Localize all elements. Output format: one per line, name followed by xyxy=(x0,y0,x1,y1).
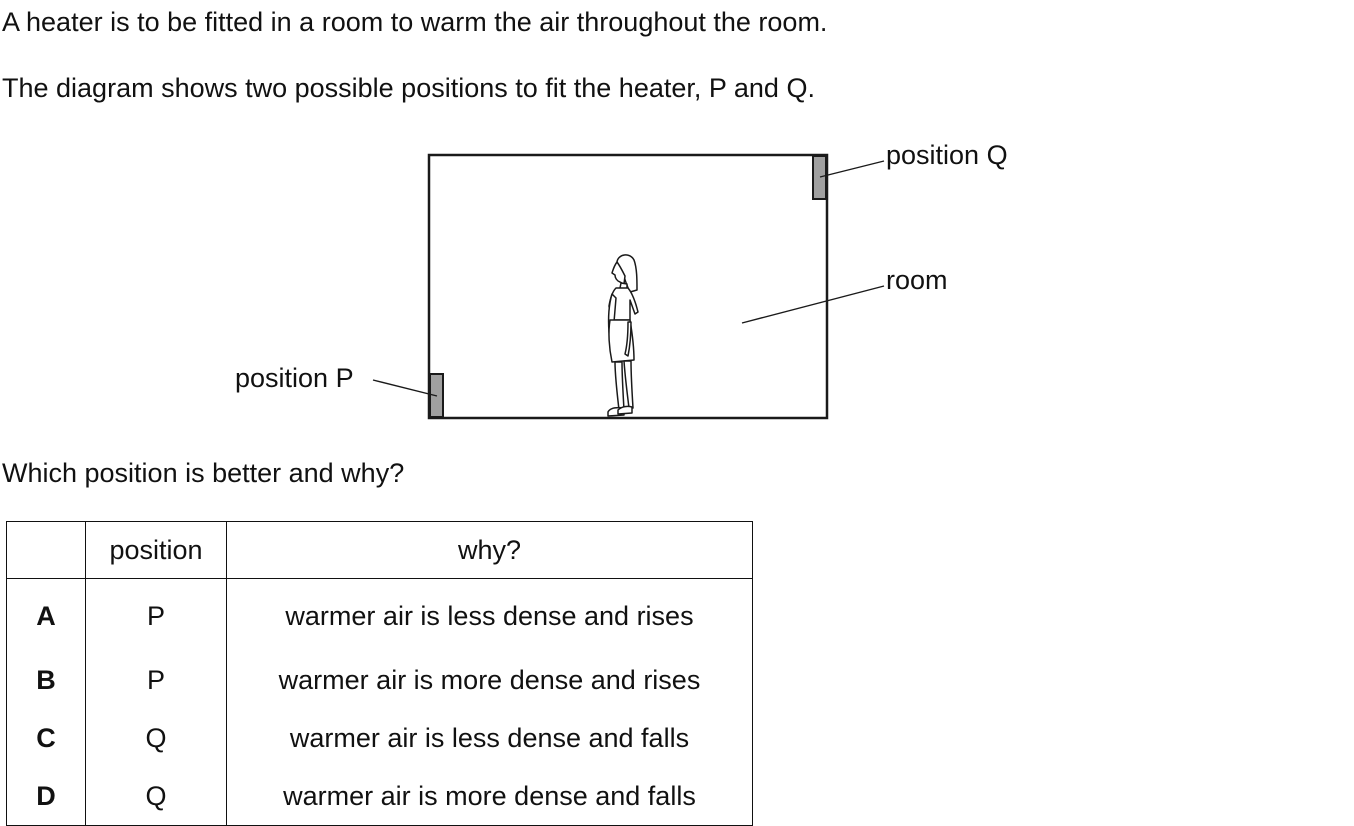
option-letter: D xyxy=(6,767,86,826)
label-position-q: position Q xyxy=(886,140,1008,170)
intro-line-1: A heater is to be fitted in a room to wa… xyxy=(2,7,828,37)
intro-line-2: The diagram shows two possible positions… xyxy=(2,73,815,103)
option-letter: C xyxy=(6,709,86,767)
option-letter: A xyxy=(6,578,86,651)
question-text: Which position is better and why? xyxy=(2,458,405,488)
heater-q xyxy=(812,155,827,200)
header-letter xyxy=(6,521,86,579)
leader-line-room xyxy=(741,285,885,324)
option-position: Q xyxy=(85,767,227,826)
option-position: P xyxy=(85,651,227,709)
room-outline xyxy=(427,153,829,420)
person-figure xyxy=(607,254,639,417)
option-letter: B xyxy=(6,651,86,709)
option-position: P xyxy=(85,578,227,651)
table-row: D Q warmer air is more dense and falls xyxy=(6,767,753,826)
header-position: position xyxy=(85,521,227,579)
label-room: room xyxy=(886,265,948,295)
room-diagram: position Q room position P xyxy=(235,140,1008,420)
header-why: why? xyxy=(226,521,753,579)
option-why: warmer air is less dense and rises xyxy=(226,578,753,651)
option-why: warmer air is more dense and rises xyxy=(226,651,753,709)
table-header-row: position why? xyxy=(6,521,753,579)
option-position: Q xyxy=(85,709,227,767)
leader-line-q xyxy=(819,160,885,178)
label-position-p: position P xyxy=(235,363,354,393)
table-row: C Q warmer air is less dense and falls xyxy=(6,709,753,767)
answer-table: position why? A P warmer air is less den… xyxy=(6,521,753,826)
table-row: A P warmer air is less dense and rises xyxy=(6,578,753,651)
leader-line-p xyxy=(372,379,438,397)
table-row: B P warmer air is more dense and rises xyxy=(6,651,753,709)
option-why: warmer air is more dense and falls xyxy=(226,767,753,826)
option-why: warmer air is less dense and falls xyxy=(226,709,753,767)
